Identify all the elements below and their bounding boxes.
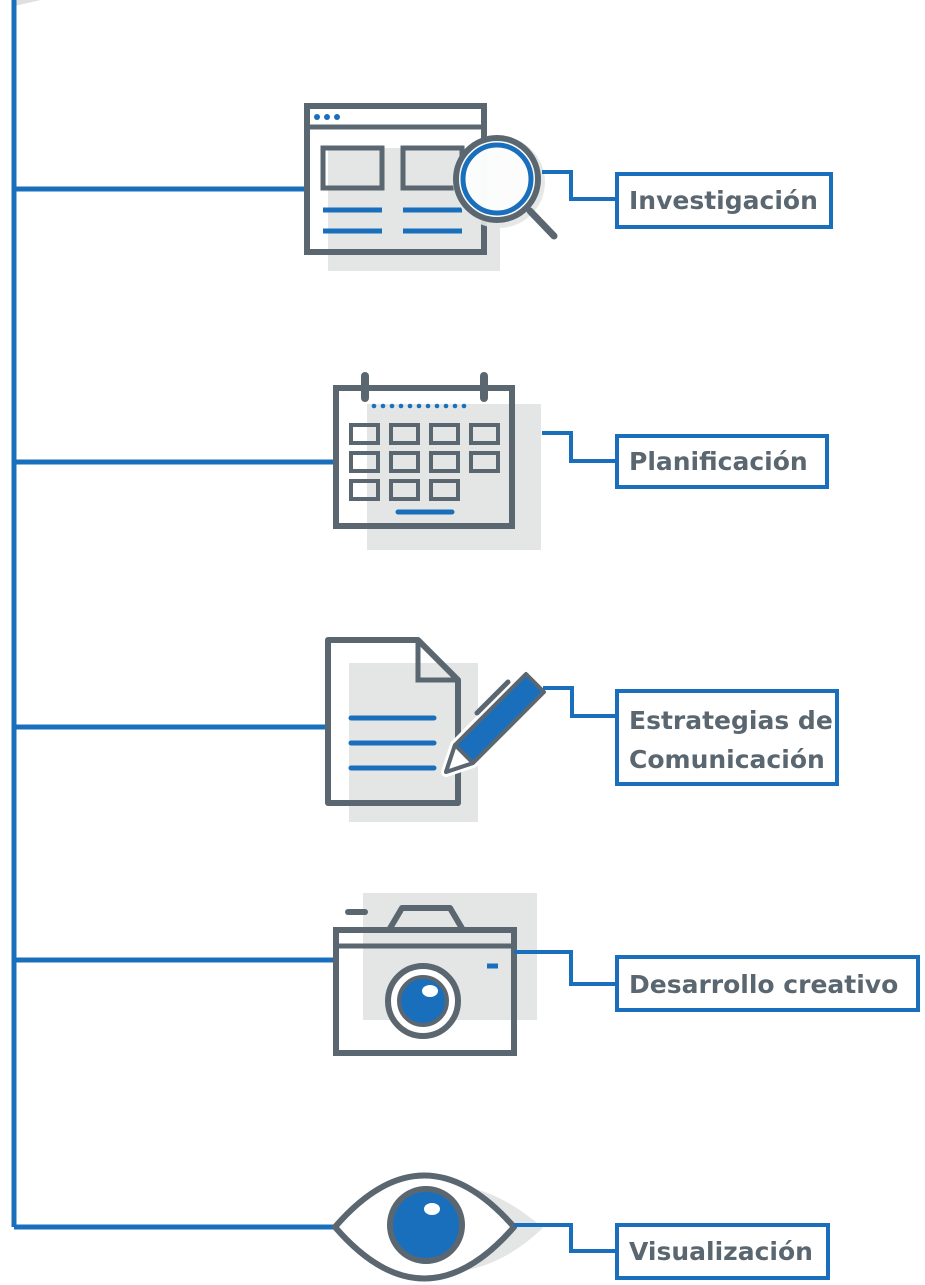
label-strategy-line-2: Comunicación: [629, 745, 825, 774]
label-box-strategy: Estrategias de Comunicación: [615, 689, 839, 786]
label-box-creative: Desarrollo creativo: [615, 955, 920, 1012]
calendar-icon: [333, 372, 541, 550]
connector-strategy: [543, 686, 615, 718]
document-pencil-icon: [325, 637, 549, 822]
label-box-visualization: Visualización: [615, 1223, 830, 1280]
connector-research: [542, 170, 615, 201]
browser-search-icon: [304, 103, 558, 271]
label-strategy-line-1: Estrategias de: [629, 706, 833, 735]
label-planning: Planificación: [629, 447, 808, 476]
camera-icon: [333, 893, 537, 1056]
connector-visualization: [514, 1223, 615, 1253]
label-research: Investigación: [629, 186, 818, 215]
label-box-planning: Planificación: [615, 434, 829, 489]
connector-creative: [514, 950, 615, 986]
eye-icon: [332, 1172, 543, 1282]
label-box-research: Investigación: [615, 172, 833, 229]
label-creative: Desarrollo creativo: [629, 970, 898, 999]
label-visualization: Visualización: [629, 1237, 813, 1266]
connector-planning: [542, 431, 615, 463]
top-circle-fragment: [13, 0, 41, 6]
